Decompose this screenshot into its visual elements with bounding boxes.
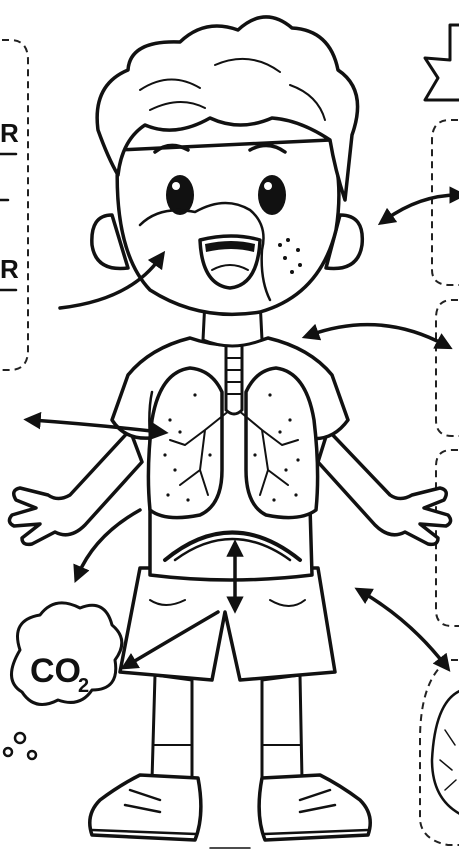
left-panel-label-2: R	[0, 254, 19, 284]
arrow-right-lower	[362, 592, 445, 665]
arrow-head-right	[385, 195, 458, 220]
right-arm	[318, 430, 451, 544]
left-info-panel: R R	[0, 40, 28, 370]
left-panel-label-1: R	[0, 118, 19, 148]
right-eye	[258, 175, 286, 215]
co2-text: CO	[30, 652, 81, 690]
shoes	[90, 775, 370, 848]
left-arm	[9, 430, 142, 544]
co2-cloud: CO 2	[4, 603, 122, 759]
co2-subscript: 2	[78, 675, 89, 697]
right-lung-icon	[432, 690, 459, 815]
right-info-panels	[420, 25, 459, 845]
head	[92, 17, 362, 314]
arrow-trachea-right	[310, 325, 445, 345]
right-lung	[246, 368, 318, 518]
shorts	[120, 568, 335, 680]
ribbon-banner	[425, 25, 459, 100]
boy-figure	[9, 17, 450, 848]
left-lung	[148, 368, 222, 518]
legs	[152, 675, 302, 780]
